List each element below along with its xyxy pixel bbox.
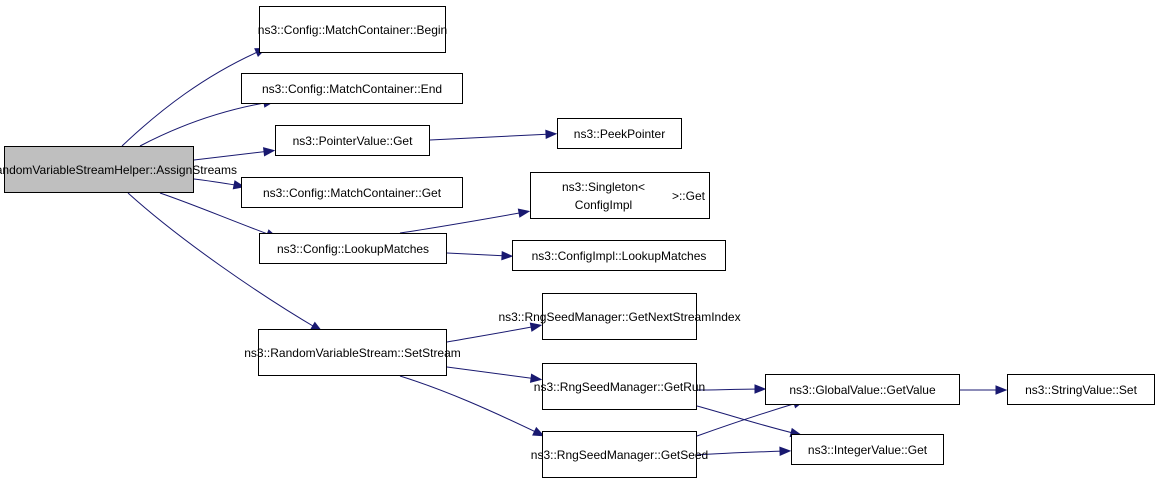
edge-getseed-to-globalvalue xyxy=(696,401,801,437)
node-matchcontainer-get[interactable]: ns3::Config::MatchContainer::Get xyxy=(241,177,463,208)
node-label: ns3::Config::MatchContainer::End xyxy=(261,81,443,96)
edge-setstream-to-getrun xyxy=(446,366,538,380)
edge-lookup-to-impllookup xyxy=(446,252,509,257)
node-label: ns3::GlobalValue::GetValue xyxy=(789,382,936,397)
node-label-line2: ::GetRun xyxy=(657,379,706,394)
node-label: ns3::ConfigImpl::LookupMatches xyxy=(531,248,707,263)
node-randomvariablestream-setstream[interactable]: ns3::RandomVariableStream ::SetStream xyxy=(244,329,461,376)
node-label-line1: ns3::RngSeedManager xyxy=(533,379,658,394)
edge-assignstreams-to-begin xyxy=(121,49,263,147)
arrowhead-getseed-to-integerget xyxy=(779,446,792,456)
node-label: ns3::PointerValue::Get xyxy=(292,133,413,148)
arrowhead-lookup-to-singleton xyxy=(517,208,531,218)
node-rngseedmanager-getseed[interactable]: ns3::RngSeedManager ::GetSeed xyxy=(531,431,708,478)
node-rngseedmanager-getrun[interactable]: ns3::RngSeedManager ::GetRun xyxy=(534,363,705,410)
node-label: ns3::StringValue::Set xyxy=(1025,382,1137,397)
edge-assignstreams-to-setstream xyxy=(127,192,319,330)
node-label: ns3::Config::LookupMatches xyxy=(276,241,430,256)
node-label-line1: ns3::RandomVariableStream xyxy=(0,162,115,177)
arrowhead-pointer-get-to-peekpointer xyxy=(545,129,558,140)
node-label-line1: ns3::RandomVariableStream xyxy=(244,345,398,360)
node-label-line1: ns3::RngSeedManager xyxy=(498,309,622,324)
node-label: ns3::IntegerValue::Get xyxy=(807,442,928,457)
arrowhead-assignstreams-to-pointer-get xyxy=(262,147,276,157)
arrowhead-lookup-to-impllookup xyxy=(501,250,514,261)
node-label-line2: ::Begin xyxy=(409,22,448,37)
node-label-line2: ::GetSeed xyxy=(654,447,709,462)
node-label-line2: Helper::AssignStreams xyxy=(114,162,237,177)
node-label-line1: ns3::Config::MatchContainer xyxy=(257,22,410,37)
node-label: ns3::PeekPointer xyxy=(573,126,666,141)
node-label-line2: >::Get xyxy=(671,188,705,203)
node-label-line2: ::SetStream xyxy=(397,345,461,360)
edge-assignstreams-to-lookup xyxy=(159,192,274,237)
edge-lookup-to-singleton xyxy=(399,211,526,234)
node-integervalue-get[interactable]: ns3::IntegerValue::Get xyxy=(791,434,944,465)
edge-getrun-to-globalvalue xyxy=(696,388,762,391)
node-label: ns3::Config::MatchContainer::Get xyxy=(262,185,442,200)
edge-assignstreams-to-end xyxy=(139,101,271,147)
node-globalvalue-getvalue[interactable]: ns3::GlobalValue::GetValue xyxy=(765,374,960,405)
arrowhead-setstream-to-getrun xyxy=(529,373,543,383)
node-rngseedmanager-getnextstreamindex[interactable]: ns3::RngSeedManager ::GetNextStreamIndex xyxy=(498,293,741,340)
edge-setstream-to-nextindex xyxy=(446,325,538,343)
node-peekpointer[interactable]: ns3::PeekPointer xyxy=(557,118,682,149)
node-label-line1: ns3::RngSeedManager xyxy=(530,447,655,462)
node-matchcontainer-end[interactable]: ns3::Config::MatchContainer::End xyxy=(241,73,463,104)
arrowhead-getrun-to-globalvalue xyxy=(754,384,767,394)
node-singleton-configimpl-get[interactable]: ns3::Singleton< ConfigImpl >::Get xyxy=(530,172,710,219)
edge-assignstreams-to-mc-get xyxy=(193,178,241,187)
node-label-line2: ::GetNextStreamIndex xyxy=(621,309,741,324)
node-randomvariablestreamhelper-assignstreams[interactable]: ns3::RandomVariableStream Helper::Assign… xyxy=(0,146,237,193)
edge-getseed-to-integerget xyxy=(696,450,787,456)
node-config-lookupmatches[interactable]: ns3::Config::LookupMatches xyxy=(259,233,447,264)
arrowhead-globalvalue-to-stringset xyxy=(995,385,1008,395)
edge-pointer-get-to-peekpointer xyxy=(429,133,553,141)
arrowhead-setstream-to-getseed xyxy=(532,426,545,437)
arrowhead-setstream-to-nextindex xyxy=(529,322,543,332)
node-pointervalue-get[interactable]: ns3::PointerValue::Get xyxy=(275,125,430,156)
edge-getrun-to-integerget xyxy=(696,405,798,435)
edge-setstream-to-getseed xyxy=(399,375,541,435)
node-matchcontainer-begin[interactable]: ns3::Config::MatchContainer ::Begin xyxy=(257,6,448,53)
node-label-line1: ns3::Singleton< ConfigImpl xyxy=(561,179,646,212)
node-configimpl-lookupmatches[interactable]: ns3::ConfigImpl::LookupMatches xyxy=(512,240,726,271)
node-stringvalue-set[interactable]: ns3::StringValue::Set xyxy=(1007,374,1155,405)
edge-assignstreams-to-pointer-get xyxy=(193,150,271,161)
